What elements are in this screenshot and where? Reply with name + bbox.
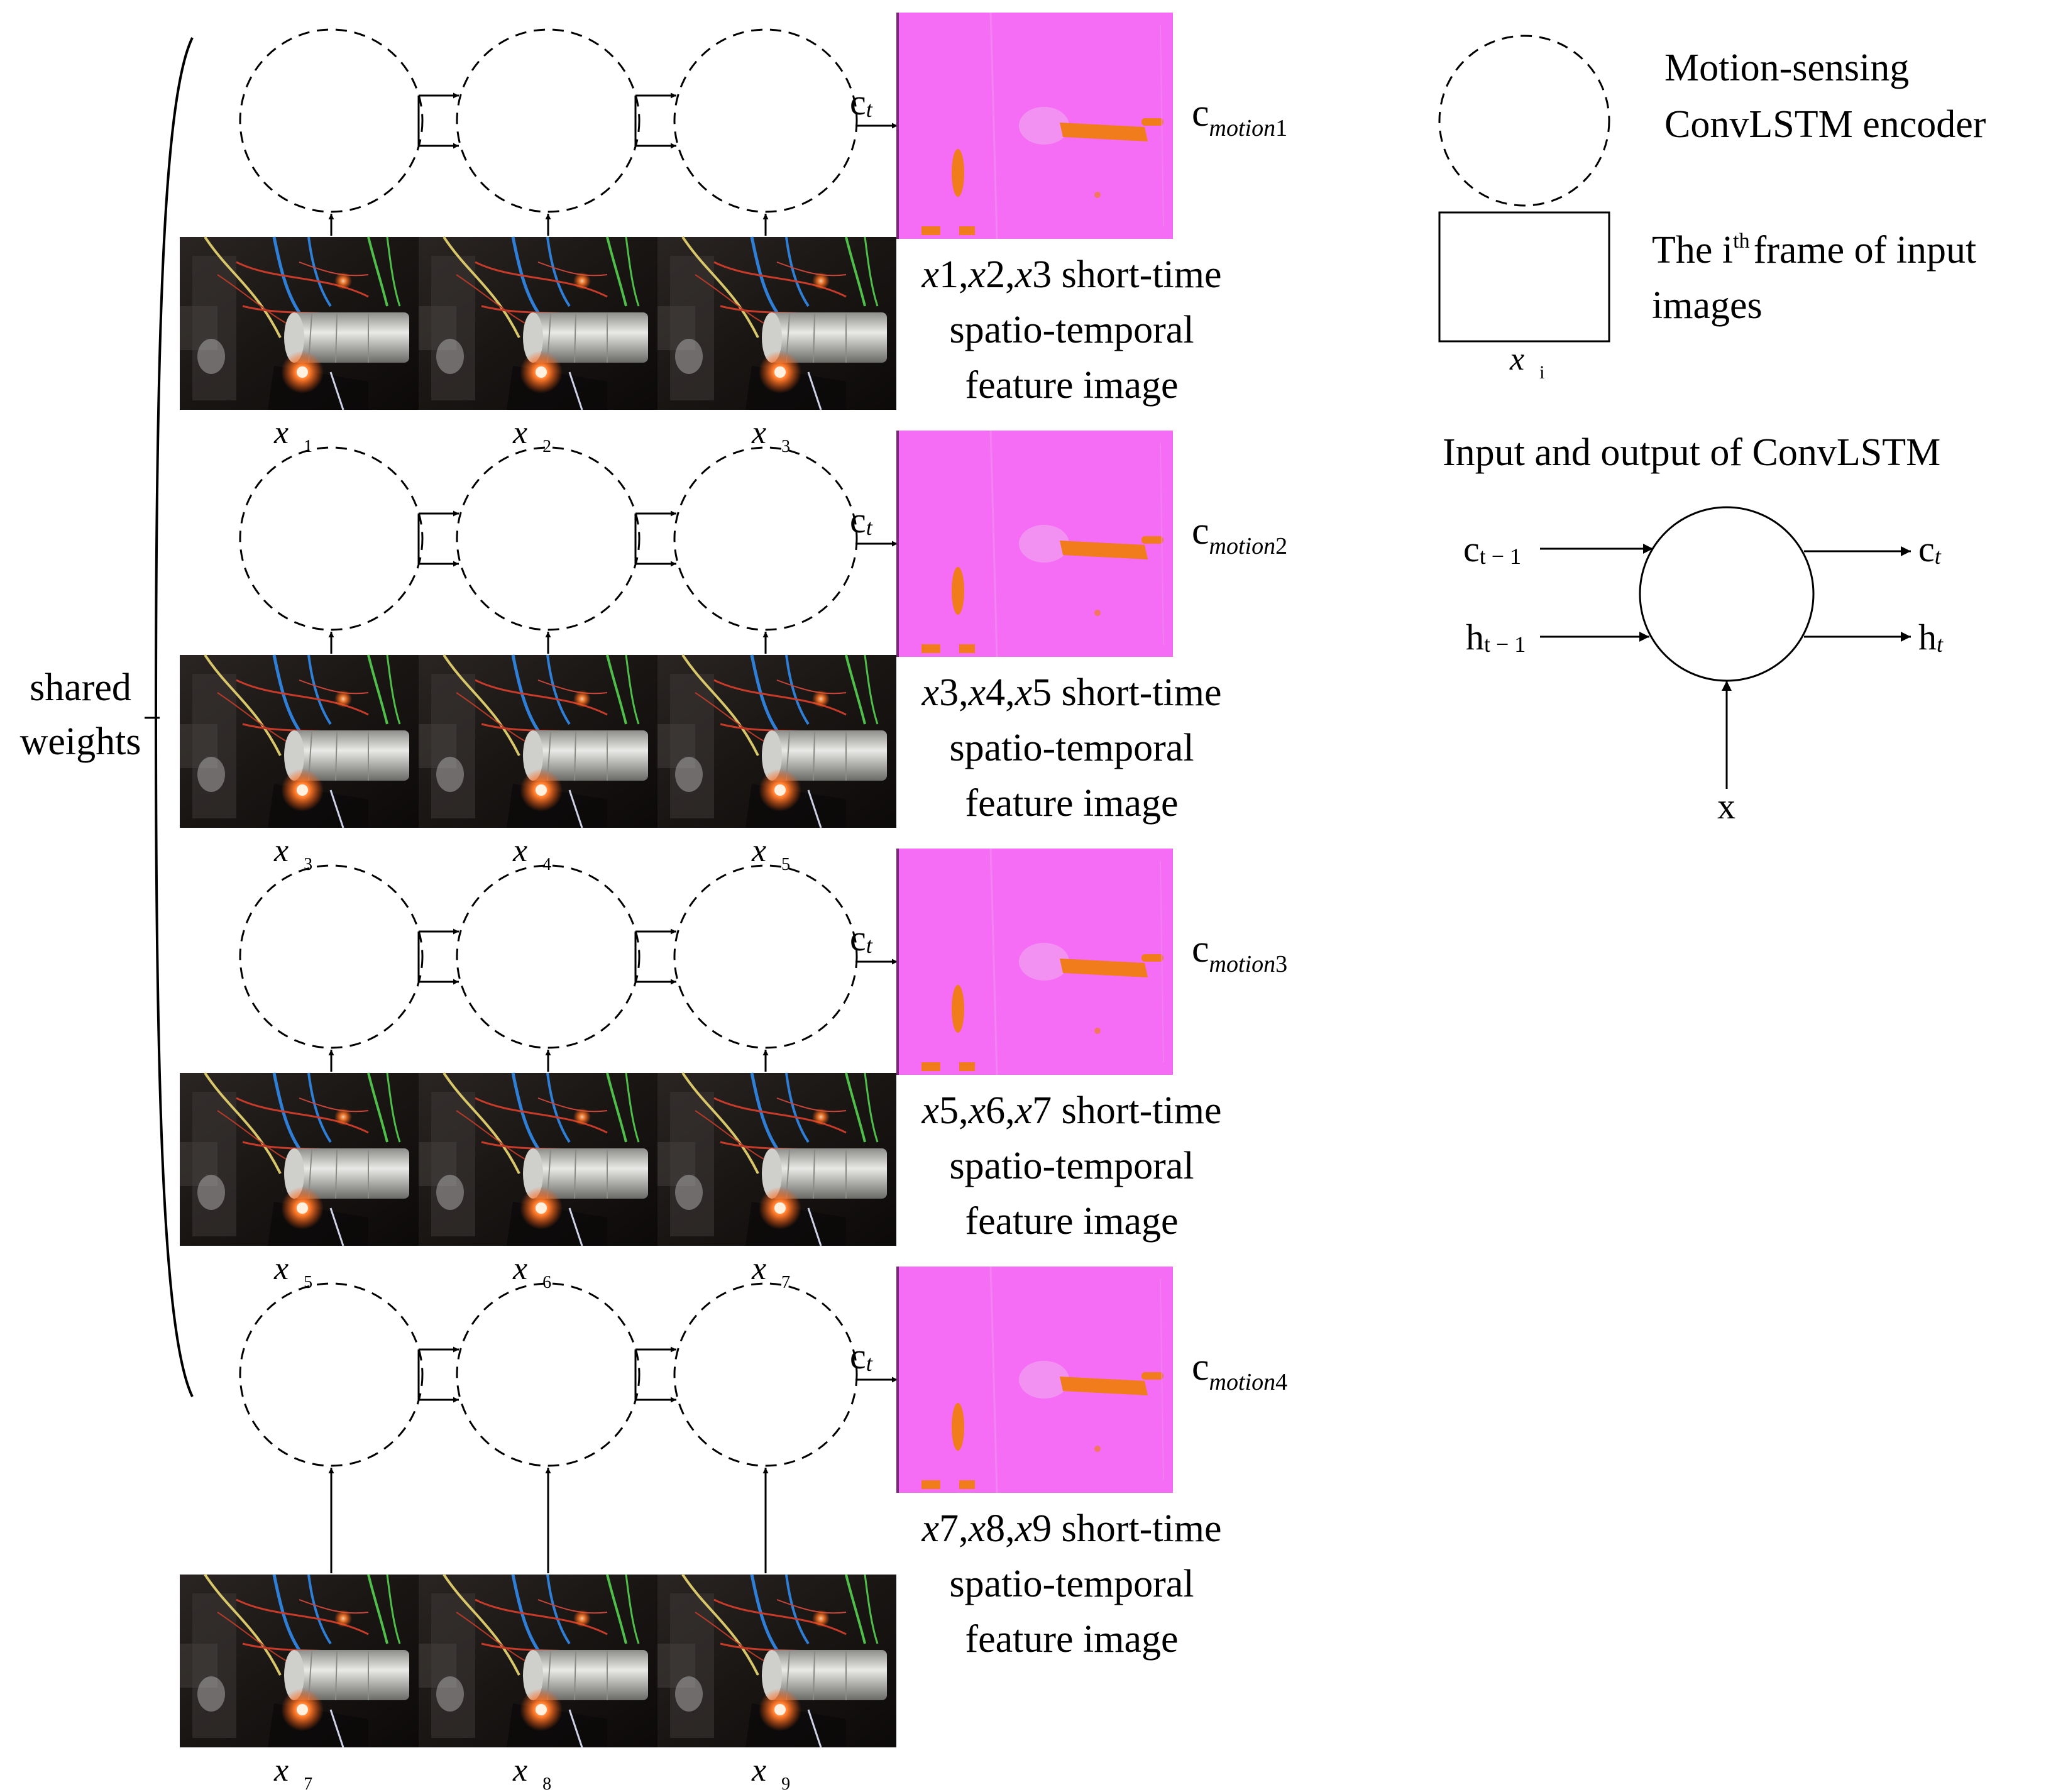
input-frame xyxy=(657,1575,896,1747)
shared-weights-brace xyxy=(154,37,194,1397)
motion-output-label: cmotion1 xyxy=(1192,92,1287,141)
feature-caption: x1,x2,x3 short-time xyxy=(921,253,1222,296)
shared-weights-label: weights xyxy=(20,720,141,763)
input-frame xyxy=(180,237,419,410)
legend-encoder-symbol xyxy=(1438,35,1610,207)
convlstm-cell xyxy=(673,446,858,631)
feature-image xyxy=(895,847,1174,1076)
input-frame xyxy=(419,1575,657,1747)
input-frame xyxy=(180,655,419,828)
convlstm-cell xyxy=(673,1282,858,1467)
legend-x-input: x xyxy=(1717,786,1735,827)
input-frame xyxy=(419,655,657,828)
convlstm-cell xyxy=(239,446,424,631)
convlstm-cell xyxy=(456,1282,641,1467)
input-frame xyxy=(657,1073,896,1246)
input-frame xyxy=(657,655,896,828)
feature-caption: x5,x6,x7 short-time xyxy=(921,1089,1222,1132)
motion-output-label: cmotion2 xyxy=(1192,510,1287,559)
input-frame xyxy=(180,1575,419,1747)
feature-caption: feature image xyxy=(965,1200,1178,1243)
feature-image xyxy=(895,429,1174,658)
input-frame xyxy=(657,237,896,410)
input-frame xyxy=(419,237,657,410)
feature-image xyxy=(895,11,1174,240)
legend-c-prev: ct − 1 xyxy=(1463,529,1521,569)
feature-caption: spatio-temporal xyxy=(949,1145,1194,1187)
legend-encoder-label: Motion-sensing xyxy=(1664,47,1909,89)
feature-caption: feature image xyxy=(965,364,1178,407)
legend-h-out: ht xyxy=(1918,617,1944,657)
feature-image xyxy=(895,1265,1174,1494)
legend-frame-label: The ithframe of input xyxy=(1652,229,1976,272)
convlstm-cell xyxy=(239,28,424,213)
convlstm-cell xyxy=(456,28,641,213)
convlstm-cell xyxy=(673,28,858,213)
legend-frame-symbol xyxy=(1438,211,1610,343)
feature-caption: feature image xyxy=(965,782,1178,825)
convlstm-cell xyxy=(239,864,424,1049)
legend-frame-label: images xyxy=(1652,284,1763,327)
motion-output-label: cmotion3 xyxy=(1192,928,1287,977)
ct-label: ct xyxy=(850,500,873,541)
legend-h-prev: ht − 1 xyxy=(1466,617,1526,657)
input-frame xyxy=(419,1073,657,1246)
legend-io-title: Input and output of ConvLSTM xyxy=(1443,431,1940,474)
feature-caption: spatio-temporal xyxy=(949,727,1194,769)
motion-output-label: cmotion4 xyxy=(1192,1346,1287,1395)
ct-label: ct xyxy=(850,1336,873,1377)
ct-label: ct xyxy=(850,82,873,123)
legend-io-cell xyxy=(1639,506,1815,682)
convlstm-cell xyxy=(456,446,641,631)
feature-caption: x3,x4,x5 short-time xyxy=(921,671,1222,714)
shared-weights-label: shared xyxy=(30,666,131,709)
legend: Motion-sensing ConvLSTM encoder The ithf… xyxy=(1438,35,1986,827)
feature-caption: spatio-temporal xyxy=(949,1563,1194,1605)
input-frame xyxy=(180,1073,419,1246)
convlstm-cell xyxy=(239,1282,424,1467)
feature-caption: x7,x8,x9 short-time xyxy=(921,1507,1222,1550)
ct-label: ct xyxy=(850,918,873,959)
convlstm-cell xyxy=(673,864,858,1049)
legend-encoder-label: ConvLSTM encoder xyxy=(1664,103,1986,146)
legend-c-out: ct xyxy=(1918,529,1942,569)
feature-caption: feature image xyxy=(965,1618,1178,1661)
convlstm-cell xyxy=(456,864,641,1049)
feature-caption: spatio-temporal xyxy=(949,309,1194,351)
